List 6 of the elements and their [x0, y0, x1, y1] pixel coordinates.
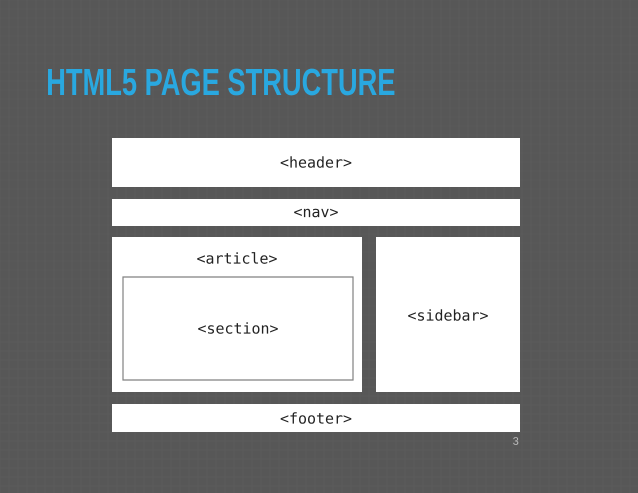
layout-box: <nav> [112, 199, 520, 226]
layout-box: <sidebar> [376, 237, 520, 392]
title: HTML5 PAGE STRUCTURE [48, 68, 394, 96]
layout-box: <header> [112, 138, 520, 187]
nested-box: <section> [122, 276, 354, 381]
layout-box: <footer> [112, 404, 520, 432]
